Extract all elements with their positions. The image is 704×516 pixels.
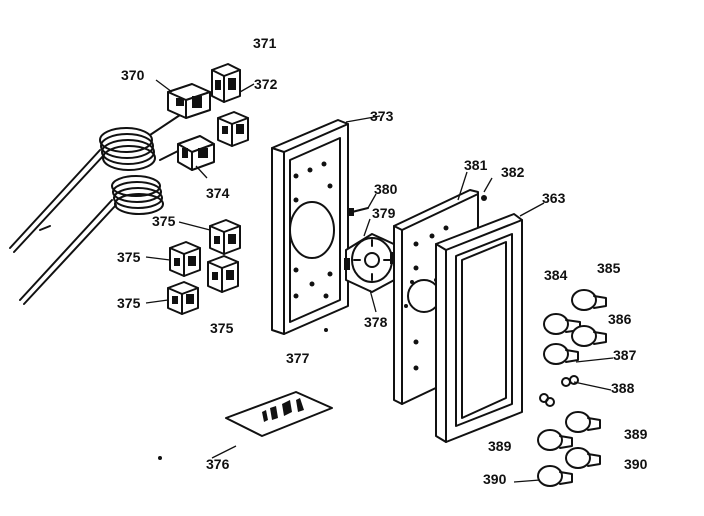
label-370: 370 [121,67,145,83]
label-375-right: 375 [210,320,234,336]
label-372: 372 [254,76,278,92]
label-375-bottom: 375 [117,295,141,311]
label-376: 376 [206,456,230,472]
part-387-knob [543,343,579,365]
label-390-left: 390 [483,471,507,487]
part-385-knob [571,289,607,311]
label-373: 373 [370,108,394,124]
label-386: 386 [608,311,632,327]
part-389-knob-right [565,411,601,433]
part-375-switch-upper-right [209,219,241,255]
thermostat-capillary-assembly [9,114,181,305]
label-389-right: 389 [624,426,648,442]
part-390-knob-left [537,465,573,487]
label-389-left: 389 [488,438,512,454]
label-377: 377 [286,350,310,366]
label-385: 385 [597,260,621,276]
label-388: 388 [611,380,635,396]
label-390-right: 390 [624,456,648,472]
label-380: 380 [374,181,398,197]
part-378-timer [344,233,399,293]
label-381: 381 [464,157,488,173]
label-374: 374 [206,185,230,201]
part-390-knob-right [565,447,601,469]
part-382-screw [481,195,487,201]
part-374-thermostat [177,135,215,171]
part-370-switch [167,83,211,119]
label-375-top: 375 [152,213,176,229]
part-375-switch-left-upper [169,241,201,277]
label-382: 382 [501,164,525,180]
part-375-switch-lower-right [207,255,239,293]
label-375-mid: 375 [117,249,141,265]
label-384: 384 [544,267,568,283]
label-371: 371 [253,35,277,51]
label-387: 387 [613,347,637,363]
label-379: 379 [372,205,396,221]
part-375-switch-left-lower [167,281,199,315]
part-380-screw [348,207,369,216]
part-371-switch [211,63,241,103]
part-389-knob-left [537,429,573,451]
part-labels: 370 371 372 373 374 375 375 375 375 376 … [117,35,648,487]
label-363: 363 [542,190,566,206]
part-363-frame [435,213,523,443]
part-388-washers [539,375,579,407]
part-376-label-plate [158,391,333,460]
label-378: 378 [364,314,388,330]
part-377-control-panel [271,119,349,335]
leader-lines [145,79,614,483]
part-386-knob [571,325,607,347]
part-372-switch [217,111,249,147]
